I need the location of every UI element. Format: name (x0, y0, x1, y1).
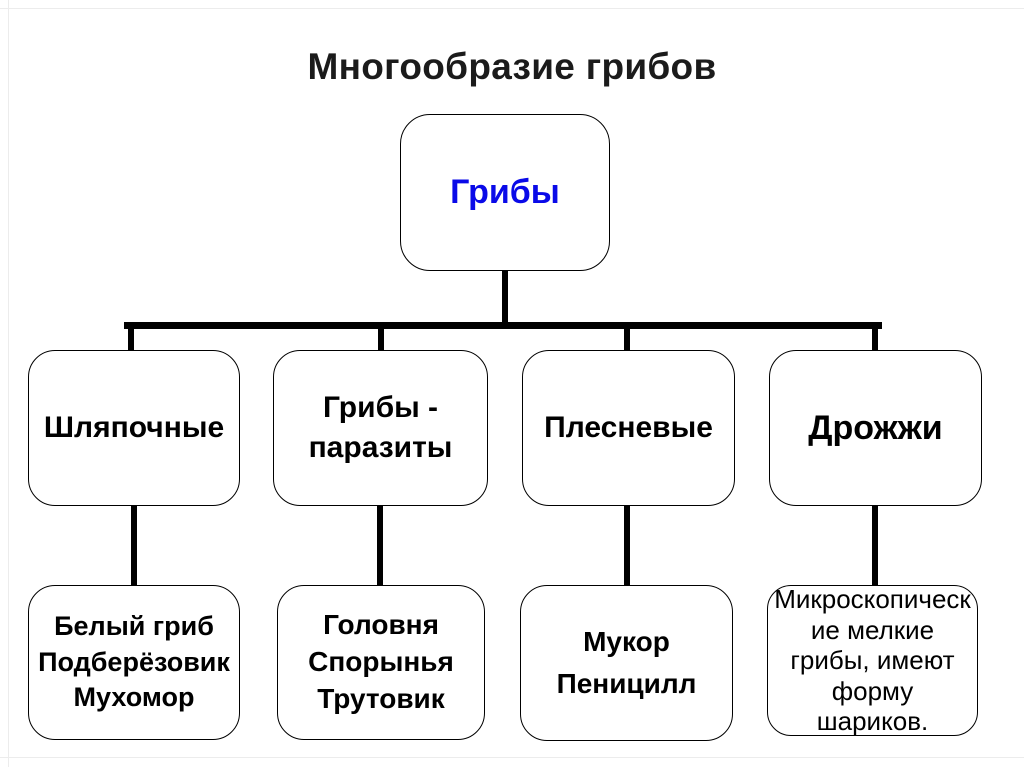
node-yeasts-label: Дрожжи (808, 408, 943, 447)
examples-parasite-fungi: Головня Спорынья Трутовик (277, 585, 485, 740)
node-parasite-fungi: Грибы - паразиты (273, 350, 488, 506)
node-cap-fungi: Шляпочные (28, 350, 240, 506)
node-mold-fungi-label: Плесневые (544, 411, 713, 445)
slide-frame-left (8, 0, 9, 767)
node-cap-fungi-label: Шляпочные (43, 411, 225, 445)
slide-frame-bottom (0, 757, 1024, 758)
connector-root-stem (502, 270, 508, 325)
examples-cap-fungi: Белый гриб Подберёзовик Мухомор (28, 585, 240, 740)
examples-cap-fungi-text: Белый гриб Подберёзовик Мухомор (38, 611, 230, 713)
connector-drop-cap-fungi (128, 328, 134, 351)
node-fungi-root-label: Грибы (450, 173, 560, 212)
examples-mold-fungi: Мукор Пеницилл (520, 585, 733, 741)
connector-mold-fungi-examples (624, 505, 630, 586)
node-parasite-fungi-label: Грибы - паразиты (308, 391, 453, 464)
examples-parasite-fungi-text: Головня Спорынья Трутовик (308, 609, 454, 714)
connector-drop-yeasts (872, 328, 878, 351)
examples-mold-fungi-text: Мукор Пеницилл (556, 626, 697, 699)
connector-drop-parasite-fungi (378, 328, 384, 351)
connector-cap-fungi-examples (131, 505, 137, 586)
description-yeasts-text: Микроскопическ ие мелкие грибы, имеют фо… (774, 584, 971, 737)
description-yeasts: Микроскопическ ие мелкие грибы, имеют фо… (767, 584, 978, 737)
diagram-title: Многообразие грибов (307, 46, 717, 87)
connector-parasite-fungi-examples (377, 505, 383, 586)
node-fungi-root: Грибы (400, 114, 610, 271)
connector-drop-mold-fungi (624, 328, 630, 351)
connector-horizontal-bar (124, 322, 882, 329)
slide-frame-top (0, 8, 1024, 9)
node-yeasts: Дрожжи (769, 350, 982, 506)
node-mold-fungi: Плесневые (522, 350, 735, 506)
connector-yeasts-description (872, 505, 878, 586)
